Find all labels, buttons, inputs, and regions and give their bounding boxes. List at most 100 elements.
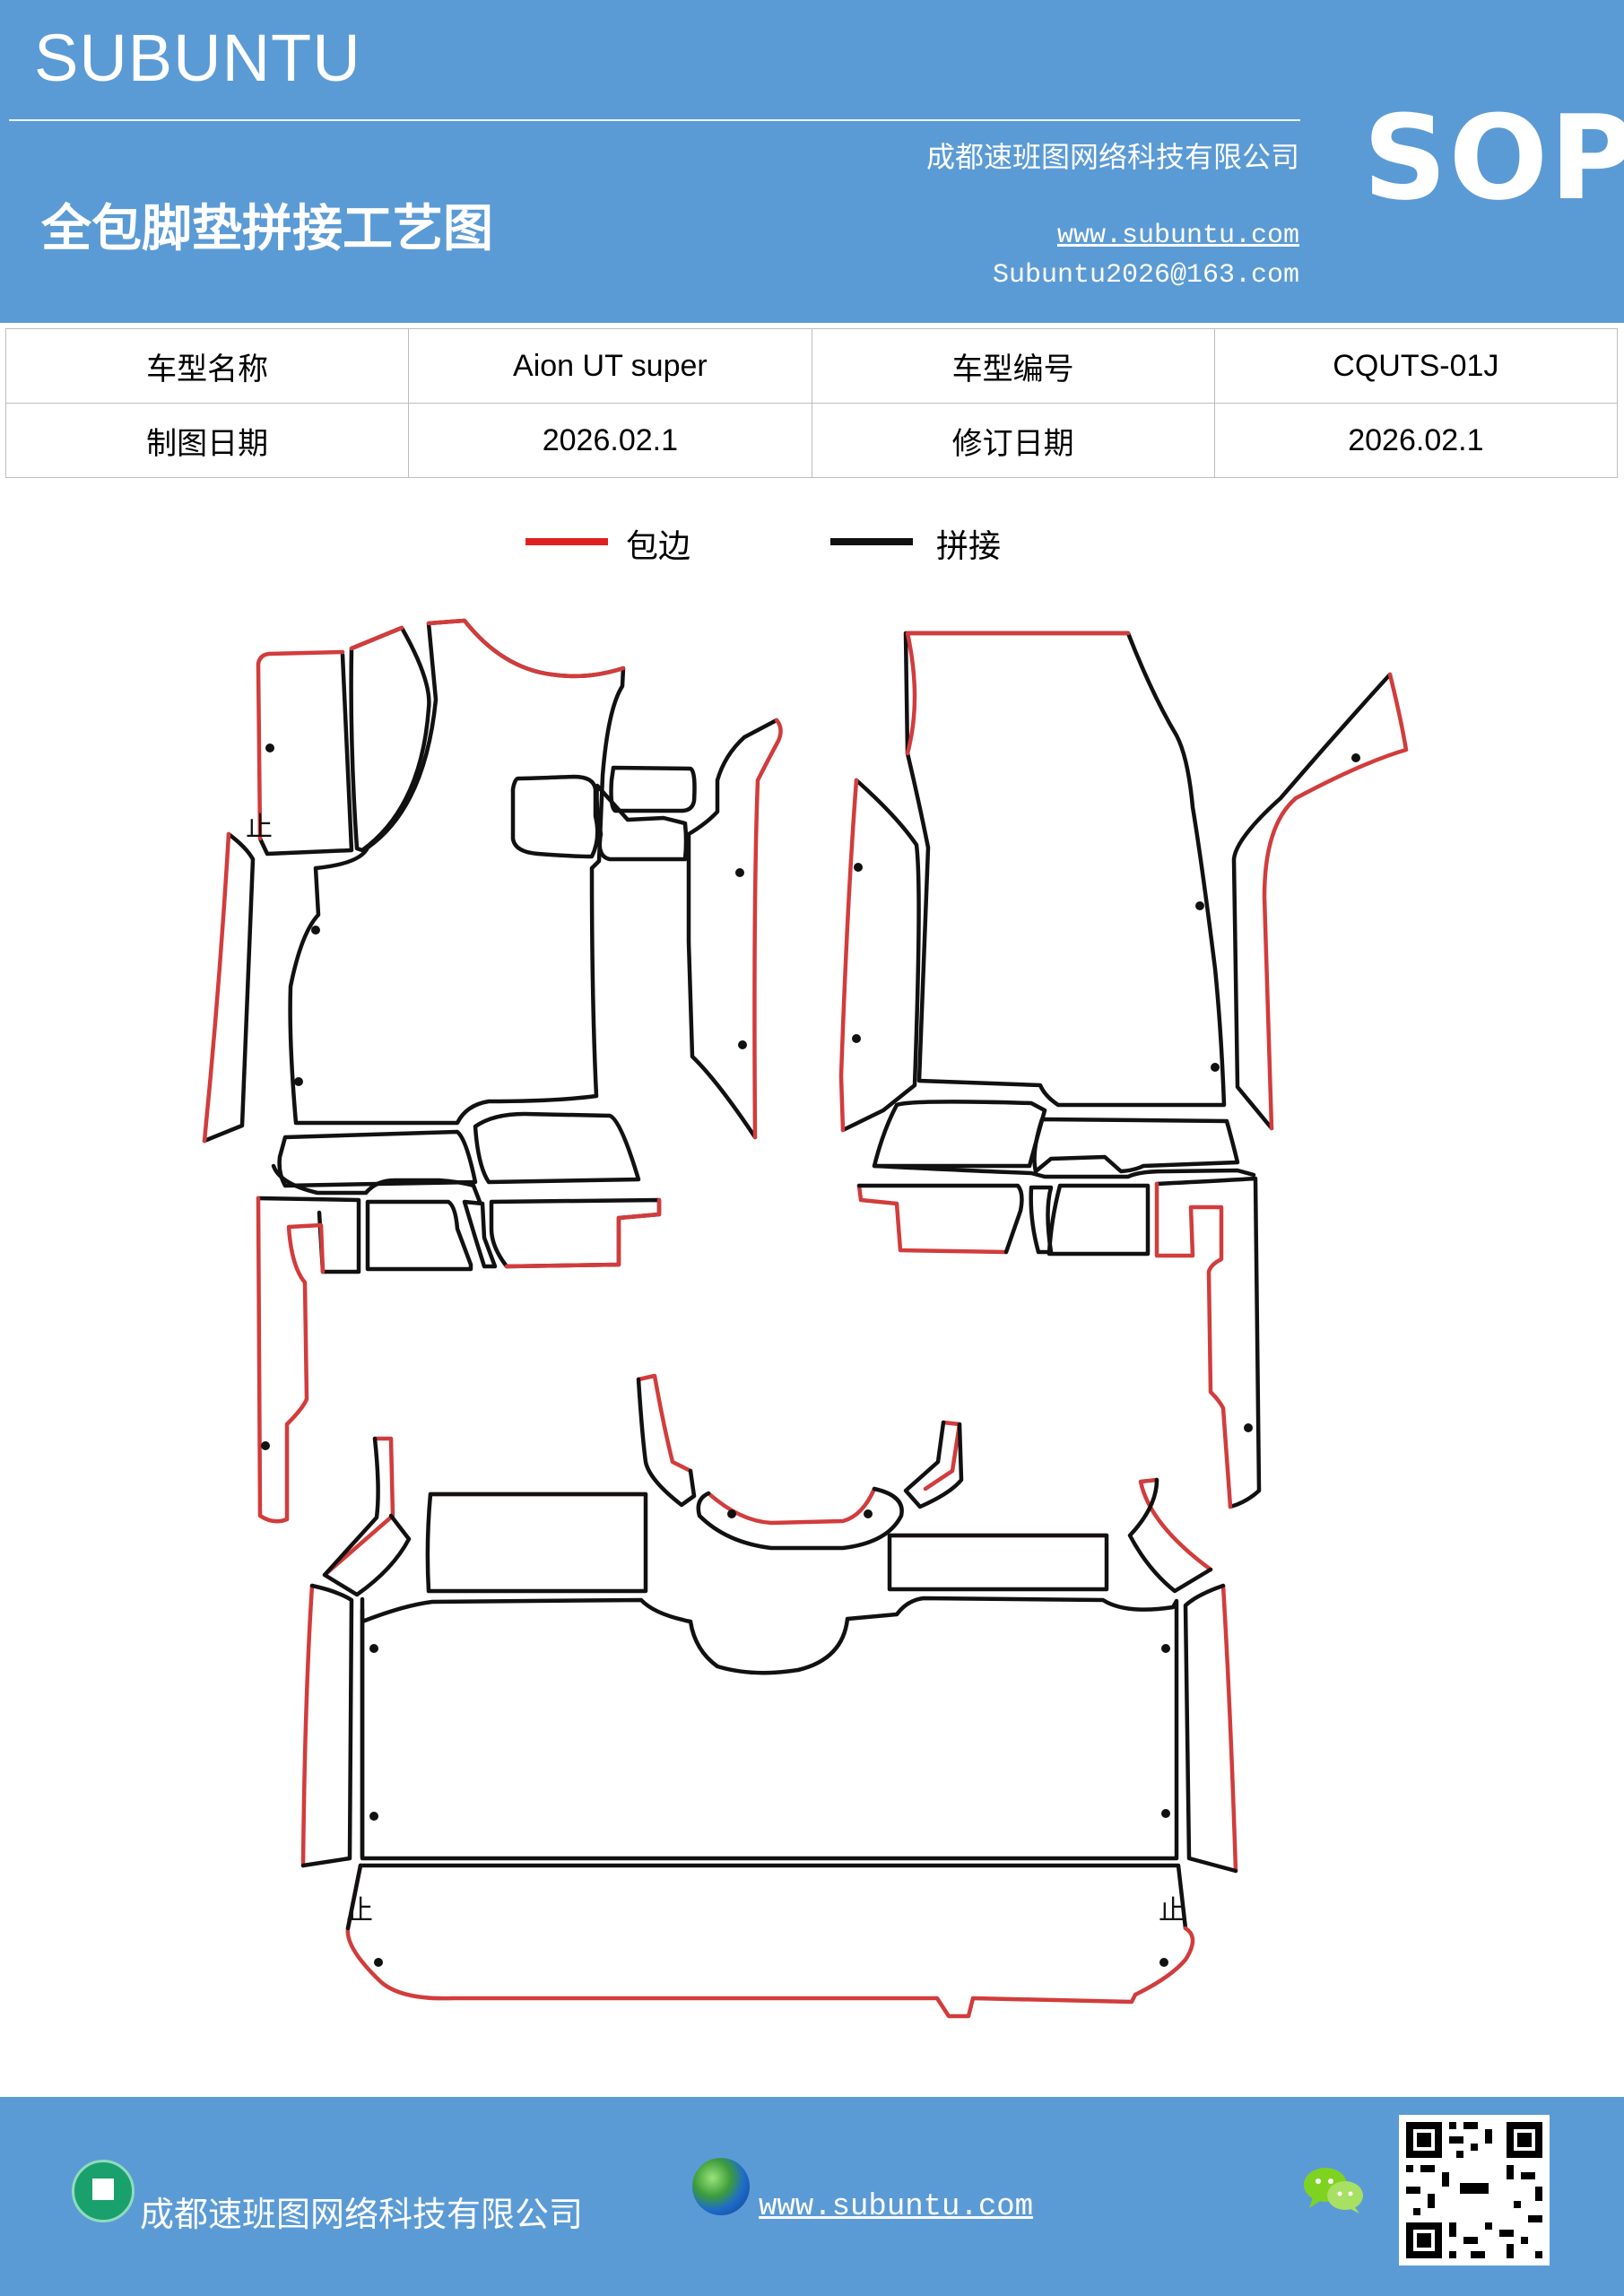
passenger-trim-edge-left xyxy=(856,1183,1009,1255)
floor-mat-diagram: 止 止 止 xyxy=(202,618,1409,2019)
passenger-trim-block-1 xyxy=(856,1183,1024,1255)
rear-right-side-edge xyxy=(1220,1583,1238,1874)
driver-trim-right xyxy=(489,1197,662,1269)
fastener-points xyxy=(261,744,1360,1967)
driver-console-strip xyxy=(686,718,779,1140)
driver-trim-narrow xyxy=(462,1199,498,1269)
rear-right-corner xyxy=(1127,1477,1213,1594)
passenger-mat-group xyxy=(838,631,1409,1179)
model-code-value: CQUTS-01J xyxy=(1213,328,1619,404)
drawing-date-value: 2026.02.1 xyxy=(408,403,812,478)
fastener-point xyxy=(1161,1644,1170,1653)
fastener-point xyxy=(294,1077,303,1086)
fastener-point xyxy=(261,1441,270,1450)
fastener-point xyxy=(727,1509,736,1518)
revision-date-label: 修订日期 xyxy=(811,403,1215,478)
rear-bottom-panel-left xyxy=(345,1863,363,1931)
driver-trim-seam xyxy=(256,1196,361,1274)
legend-edge-label: 包边 xyxy=(626,528,691,565)
globe-icon xyxy=(692,2158,750,2215)
rear-right-side xyxy=(1183,1583,1238,1874)
fastener-point xyxy=(735,868,744,877)
passenger-lower-panel-3 xyxy=(872,1163,1256,1179)
driver-pedal-block-2 xyxy=(510,774,600,859)
rear-hump-left xyxy=(636,1377,697,1508)
legend-edge-swatch xyxy=(525,538,608,545)
driver-trim-block xyxy=(365,1199,473,1272)
driver-lower-panel-2 xyxy=(473,1111,641,1185)
legend-seam-swatch xyxy=(830,538,913,545)
driver-left-strip-edge xyxy=(202,831,231,1144)
stop-mark: 止 xyxy=(246,812,273,843)
company-icon xyxy=(72,2160,135,2222)
passenger-right-strip-edge xyxy=(1262,672,1409,1131)
footer-banner: 成都速班图网络科技有限公司 www.subuntu.com xyxy=(0,2097,1624,2296)
passenger-lower-panel-2 xyxy=(1032,1117,1240,1174)
fastener-point xyxy=(854,863,863,872)
driver-lower-panel-1 xyxy=(277,1129,478,1188)
drawing-date-label: 制图日期 xyxy=(4,403,410,478)
driver-pedal-block-1 xyxy=(609,765,697,813)
stop-mark: 止 xyxy=(346,1895,373,1926)
vehicle-info-table: 车型名称 Aion UT super 车型编号 CQUTS-01J 制图日期 2… xyxy=(4,328,1619,478)
fastener-point xyxy=(864,1509,873,1518)
fastener-point xyxy=(1195,901,1204,910)
sop-badge: SOP xyxy=(1363,90,1624,226)
driver-strip xyxy=(349,625,431,853)
legend-seam-label: 拼接 xyxy=(936,528,1002,565)
fastener-point xyxy=(1159,1958,1168,1967)
rear-hump-center xyxy=(696,1486,904,1551)
passenger-trim-block-2 xyxy=(1046,1183,1151,1257)
fastener-point xyxy=(1351,753,1360,762)
model-code-label: 车型编号 xyxy=(811,328,1215,404)
rear-bottom-panel-edge xyxy=(345,1863,1195,2019)
header-website-link[interactable]: www.subuntu.com xyxy=(1056,221,1299,251)
driver-pedal-block-3 xyxy=(595,783,689,862)
table-row: 车型名称 Aion UT super 车型编号 CQUTS-01J xyxy=(4,328,1619,404)
fastener-point xyxy=(852,1034,861,1043)
passenger-left-strip xyxy=(840,778,921,1133)
driver-left-strip xyxy=(202,831,256,1144)
rear-left-side xyxy=(300,1583,354,1868)
driver-bottom-trims xyxy=(256,1196,662,1524)
fastener-point xyxy=(1211,1063,1220,1072)
driver-strip-edge xyxy=(349,625,404,651)
passenger-main-mat xyxy=(903,631,1227,1108)
rear-left-corner xyxy=(322,1436,412,1597)
wechat-icon[interactable] xyxy=(1302,2165,1365,2215)
rear-hump-right xyxy=(903,1420,964,1509)
rear-right-block xyxy=(887,1533,1109,1592)
rear-hump-right-edge xyxy=(923,1420,962,1492)
fastener-point xyxy=(374,1958,383,1967)
header-divider xyxy=(9,119,1300,121)
fastener-point xyxy=(738,1040,747,1049)
header-banner: SUBUNTU 成都速班图网络科技有限公司 全包脚垫拼接工艺图 www.subu… xyxy=(0,0,1624,323)
footer-website-link[interactable]: www.subuntu.com xyxy=(759,2190,1034,2224)
passenger-lower-panel-1 xyxy=(872,1100,1047,1169)
fastener-point xyxy=(369,1644,378,1653)
fastener-point xyxy=(1244,1423,1253,1432)
legend: 包边 拼接 xyxy=(0,520,1624,574)
stop-marks: 止 止 止 xyxy=(246,812,1185,1926)
revision-date-value: 2026.02.1 xyxy=(1213,403,1619,478)
passenger-trim-right xyxy=(1154,1176,1262,1509)
fastener-point xyxy=(265,744,274,752)
driver-main-mat xyxy=(288,618,626,1126)
footer-company-name: 成都速班图网络科技有限公司 xyxy=(140,2195,584,2234)
driver-trim-right-edge xyxy=(504,1197,662,1269)
passenger-trim-right-edge xyxy=(1154,1181,1233,1509)
fastener-point xyxy=(311,926,320,935)
rear-right-corner-edge xyxy=(1138,1477,1213,1572)
qr-code[interactable] xyxy=(1399,2115,1550,2266)
model-name-value: Aion UT super xyxy=(408,328,812,404)
rear-left-side-edge xyxy=(300,1583,315,1868)
driver-mat-group xyxy=(202,618,783,1205)
fastener-point xyxy=(1161,1809,1170,1818)
model-name-label: 车型名称 xyxy=(4,328,410,404)
driver-console-strip-edge xyxy=(752,718,783,1140)
passenger-right-strip xyxy=(1231,672,1393,1131)
fastener-point xyxy=(369,1812,378,1821)
driver-small-panel xyxy=(257,652,354,857)
driver-small-panel-edge xyxy=(256,649,345,841)
brand-logo-text: SUBUNTU xyxy=(34,21,361,95)
